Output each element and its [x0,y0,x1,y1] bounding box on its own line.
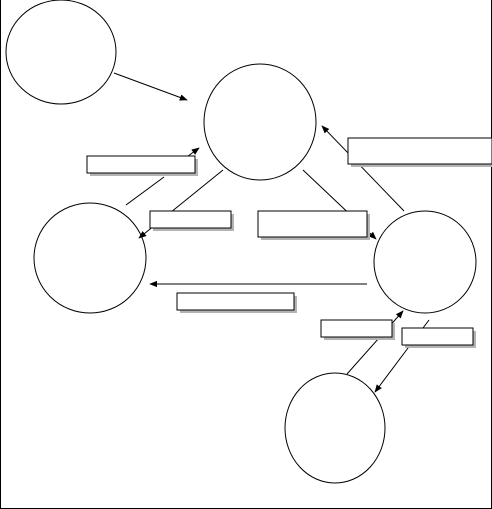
edge-label-e5 [347,137,492,167]
node-n4[interactable] [373,210,477,314]
edge-label-e8 [401,327,476,348]
node-n2[interactable] [203,63,317,181]
edge-n4-n2[interactable] [321,125,405,212]
edge-n1-n2[interactable] [113,72,188,101]
edge-label-e7 [320,319,395,340]
node-n1[interactable] [5,0,117,105]
node-n5[interactable] [284,372,386,484]
edge-label-e3 [149,210,234,231]
node-n3[interactable] [33,202,147,314]
edge-n5-n4[interactable] [346,310,404,375]
edge-label-e2 [86,155,198,176]
edge-label-e6 [176,292,297,313]
edge-label-e4 [257,210,370,240]
edge-n3-n2[interactable] [125,176,165,206]
